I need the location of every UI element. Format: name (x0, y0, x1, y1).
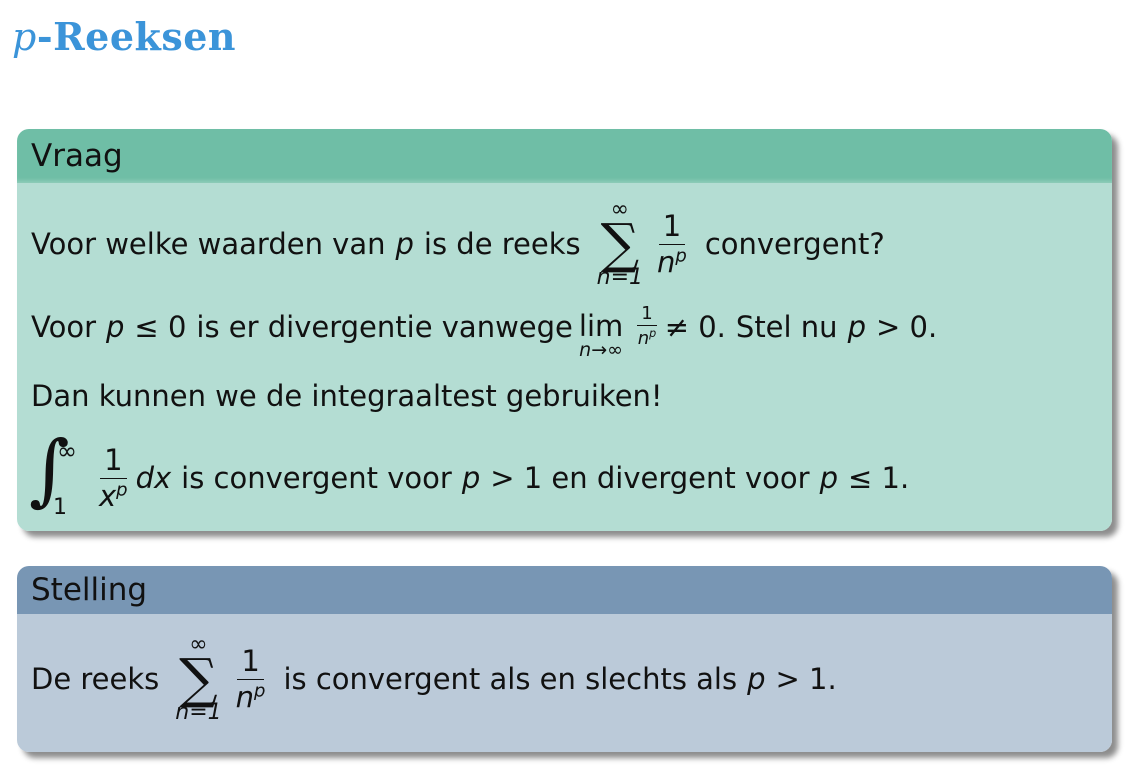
integral-test-line: Dan kunnen we de integraaltest gebruiken… (31, 379, 663, 413)
sigma-icon: ∑ (600, 212, 640, 275)
stelling-block: Stelling De reeks ∞ ∑ n=1 1 np is conver… (17, 566, 1112, 752)
relation: > 1. (775, 662, 837, 696)
relation: ≤ 1. (847, 461, 910, 495)
exponent: p (649, 327, 657, 340)
exponent: p (254, 680, 266, 702)
sum-upper: ∞ (189, 632, 208, 657)
sum-expression: ∞ ∑ n=1 (175, 634, 221, 724)
lim-sub: n→∞ (579, 339, 623, 361)
stelling-body: De reeks ∞ ∑ n=1 1 np is convergent als … (17, 614, 1112, 752)
title-variable: p (12, 15, 37, 59)
exponent: p (675, 245, 687, 267)
fraction-small: 1 np (637, 304, 657, 349)
text: Stel nu (735, 310, 838, 344)
numerator: 1 (100, 444, 127, 479)
int-upper: ∞ (57, 437, 77, 465)
var-p: p (747, 662, 766, 696)
text: is er divergentie vanwege (196, 310, 573, 344)
denominator: np (638, 326, 657, 349)
text: Voor welke waarden van (31, 227, 386, 261)
sigma-icon: ∑ (179, 647, 218, 710)
base: x (99, 479, 117, 513)
var-p: p (395, 227, 414, 261)
text: is convergent voor (181, 461, 452, 495)
integral-line: ∫ ∞ 1 1 xp dx is convergent voor p > 1 e… (29, 425, 910, 523)
denominator: xp (99, 479, 128, 511)
sum-upper: ∞ (610, 197, 629, 222)
int-lower: 1 (53, 495, 67, 520)
relation: ≠ 0. (664, 310, 726, 344)
text: De reeks (31, 662, 160, 696)
text: Voor (31, 310, 96, 344)
text: is de reeks (423, 227, 581, 261)
fraction: 1 xp (99, 444, 128, 512)
limit-operator: lim n→∞ (579, 312, 623, 360)
numerator: 1 (658, 210, 686, 245)
base: n (657, 245, 676, 279)
text: > 1 en divergent voor (490, 461, 810, 495)
dx: dx (135, 461, 172, 495)
base: n (235, 680, 255, 714)
integral-icon: ∫ (29, 425, 70, 515)
divergence-line: Voor p ≤ 0 is er divergentie vanwege lim… (31, 303, 938, 359)
fraction: 1 np (657, 210, 687, 278)
exponent: p (116, 479, 128, 501)
relation: > 0. (875, 310, 938, 344)
theorem-line: De reeks ∞ ∑ n=1 1 np is convergent als … (31, 634, 837, 724)
title-text: -Reeksen (36, 14, 237, 59)
vraag-block: Vraag Voor welke waarden van p is de ree… (17, 129, 1112, 531)
stelling-header: Stelling (17, 566, 1112, 614)
numerator: 1 (237, 645, 264, 680)
vraag-header: Vraag (17, 129, 1112, 183)
slide-title: p-Reeksen (12, 14, 236, 59)
var-p: p (819, 461, 838, 495)
fraction: 1 np (236, 645, 266, 713)
denominator: np (236, 680, 266, 712)
vraag-body: Voor welke waarden van p is de reeks ∞ ∑… (17, 183, 1112, 531)
sum-lower: n=1 (596, 265, 644, 290)
denominator: np (657, 245, 687, 277)
var-p: p (847, 310, 866, 344)
sum-expression: ∞ ∑ n=1 (597, 199, 643, 289)
relation: ≤ 0 (134, 310, 187, 344)
question-line: Voor welke waarden van p is de reeks ∞ ∑… (31, 199, 885, 289)
integral-expression: ∫ ∞ 1 (29, 425, 91, 523)
lim: lim (578, 309, 624, 343)
text: is convergent als en slechts als (283, 662, 738, 696)
numerator: 1 (637, 304, 657, 326)
base: n (637, 328, 650, 349)
var-p: p (106, 310, 125, 344)
sum-lower: n=1 (175, 700, 222, 725)
text: convergent? (704, 227, 885, 261)
var-p: p (461, 461, 481, 495)
